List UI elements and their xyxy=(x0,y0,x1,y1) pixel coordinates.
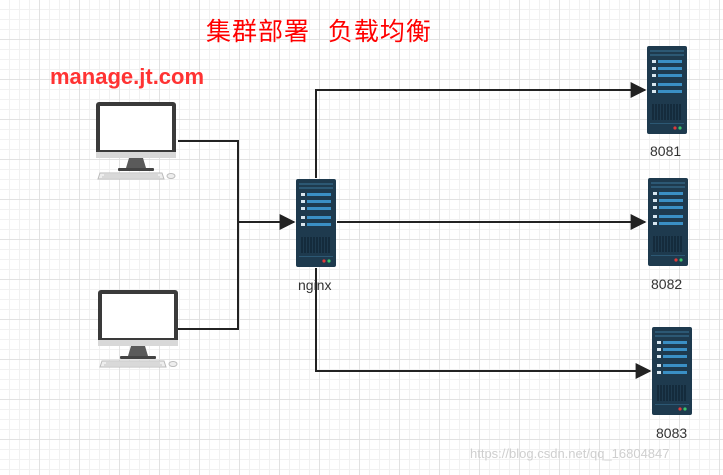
server-8082-label: 8082 xyxy=(651,276,683,292)
server-8081-icon xyxy=(646,45,688,135)
server-8083-icon xyxy=(651,326,693,416)
connector-proxy-server-8083 xyxy=(315,268,652,379)
connector-proxy-server-8081 xyxy=(315,82,647,178)
server-8082-icon xyxy=(647,177,689,267)
watermark: https://blog.csdn.net/qq_16804847 xyxy=(470,446,670,461)
nginx-server-icon xyxy=(295,178,337,268)
client-computer-icon xyxy=(97,289,179,368)
client-computer-icon xyxy=(95,101,177,180)
nginx-label: nginx xyxy=(298,277,332,293)
connector-client1-proxy xyxy=(178,140,239,222)
server-8083-label: 8083 xyxy=(656,425,688,441)
domain-label: manage.jt.com xyxy=(50,64,205,89)
server-8081-label: 8081 xyxy=(650,143,682,159)
diagram-title: 集群部署 负载均衡 xyxy=(206,17,432,46)
connector-client2-proxy xyxy=(178,222,239,330)
